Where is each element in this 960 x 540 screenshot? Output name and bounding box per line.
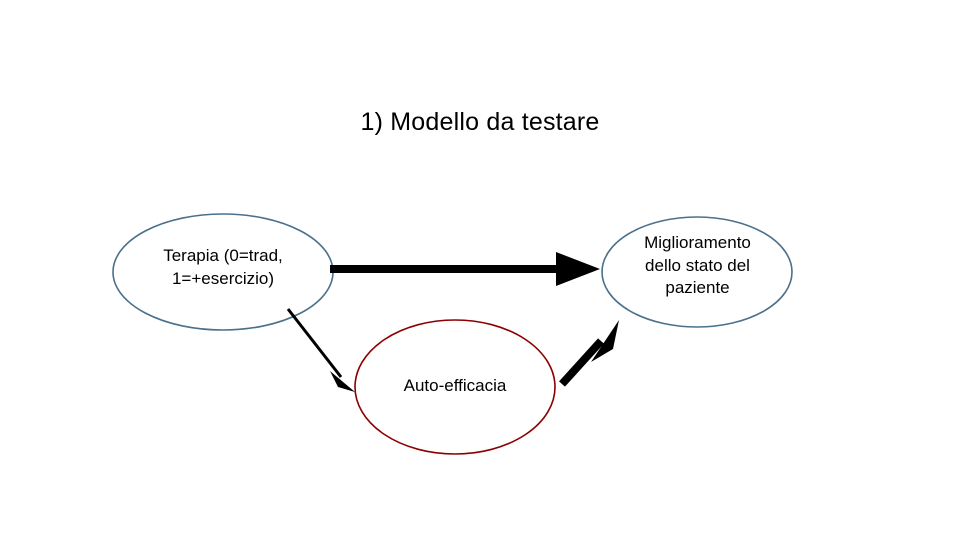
node-label-terapia-line1: Terapia (0=trad, — [163, 246, 283, 265]
node-label-terapia-line2: 1=+esercizio) — [171, 268, 275, 288]
node-label-miglioramento-line2: dello stato del — [645, 255, 750, 275]
node-label-miglioramento-line1: Miglioramento — [644, 233, 751, 252]
node-label-terapia: Terapia (0=trad, 1=+esercizio) — [113, 245, 333, 290]
arrow-terapia-to-auto-efficacia — [286, 308, 355, 392]
node-label-miglioramento: Miglioramento dello stato del paziente — [600, 232, 795, 300]
node-ellipse-auto-efficacia — [354, 319, 556, 455]
node-label-auto-efficacia: Auto-efficacia — [403, 376, 507, 395]
arrow-terapia-to-miglioramento — [330, 252, 600, 286]
node-label-miglioramento-line3: paziente — [665, 278, 730, 298]
arrow-auto-efficacia-to-miglioramento — [559, 320, 619, 387]
node-ellipse-miglioramento — [601, 216, 793, 328]
page-title: 1) Modello da testare — [360, 108, 600, 136]
